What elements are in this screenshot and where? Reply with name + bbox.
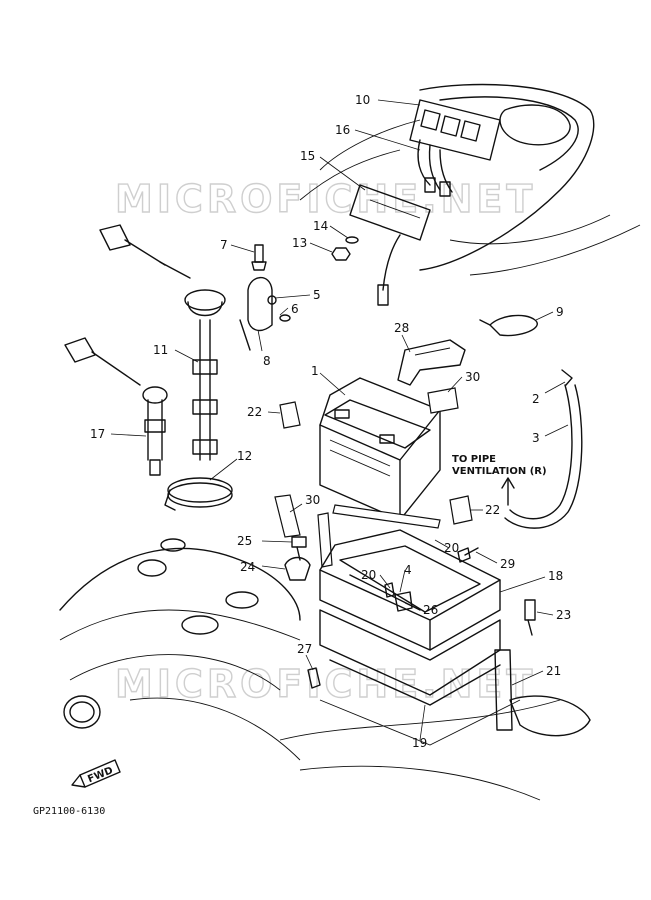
callout-28: 28 [394,321,409,335]
frame-bottom-outline [59,547,591,801]
callout-17: 17 [90,427,105,441]
vent-hose [501,369,583,529]
callout-5: 5 [313,288,321,302]
battery-box [319,529,501,651]
fuse-box [409,99,501,161]
callout-4: 4 [404,563,412,577]
callout-3: 3 [532,431,540,445]
callout-20-right: 20 [444,541,459,555]
callout-6: 6 [291,302,299,316]
fwd-arrow: FWD [71,759,121,788]
fwd-label: FWD [86,765,114,785]
battery [319,377,441,521]
diagram-code: GP21100-6130 [33,806,105,817]
callout-15: 15 [300,149,315,163]
callout-16: 16 [335,123,350,137]
callout-29: 29 [500,557,515,571]
hose-clamp [164,477,233,511]
callout-25: 25 [237,534,252,548]
callout-7: 7 [220,238,228,252]
note-line-1: TO PIPE [452,454,496,465]
leader-lines [110,99,569,741]
washer-nut [331,236,359,261]
callout-24: 24 [240,560,255,574]
wire-harness [349,139,453,306]
callout-22-left: 22 [247,405,262,419]
watermark-top: MICROFICHE.NET [115,177,536,221]
bolt-7 [251,244,267,271]
sensor-cable-17 [64,337,168,476]
callout-10: 10 [355,93,370,107]
grommets [63,538,259,729]
callout-14: 14 [313,219,328,233]
callout-30-lower: 30 [305,493,320,507]
callout-20-left: 20 [361,568,376,582]
frame-top-outline [299,83,641,276]
sensor-cable-11 [99,224,226,461]
callout-30-upper: 30 [465,370,480,384]
callout-11: 11 [153,343,168,357]
watermark-bottom: MICROFICHE.NET [115,662,536,706]
callout-19: 19 [412,736,427,750]
callout-27: 27 [297,642,312,656]
callout-1: 1 [311,364,319,378]
callout-21: 21 [546,664,561,678]
callout-22-right: 22 [485,503,500,517]
cable-tie [479,314,538,337]
callout-2: 2 [532,392,540,406]
small-hardware [284,536,536,689]
callout-12: 12 [237,449,252,463]
bracket-8 [239,276,291,351]
callout-13: 13 [292,236,307,250]
note-line-2: VENTILATION (R) [452,466,547,477]
callout-9: 9 [556,305,564,319]
callout-numbers: 10 16 15 14 13 7 5 6 8 9 28 11 1 30 2 3 … [90,93,571,750]
pads [274,387,473,568]
callout-26: 26 [423,603,438,617]
callout-8: 8 [263,354,271,368]
callout-23: 23 [556,608,571,622]
callout-18: 18 [548,569,563,583]
band-28 [397,339,466,386]
